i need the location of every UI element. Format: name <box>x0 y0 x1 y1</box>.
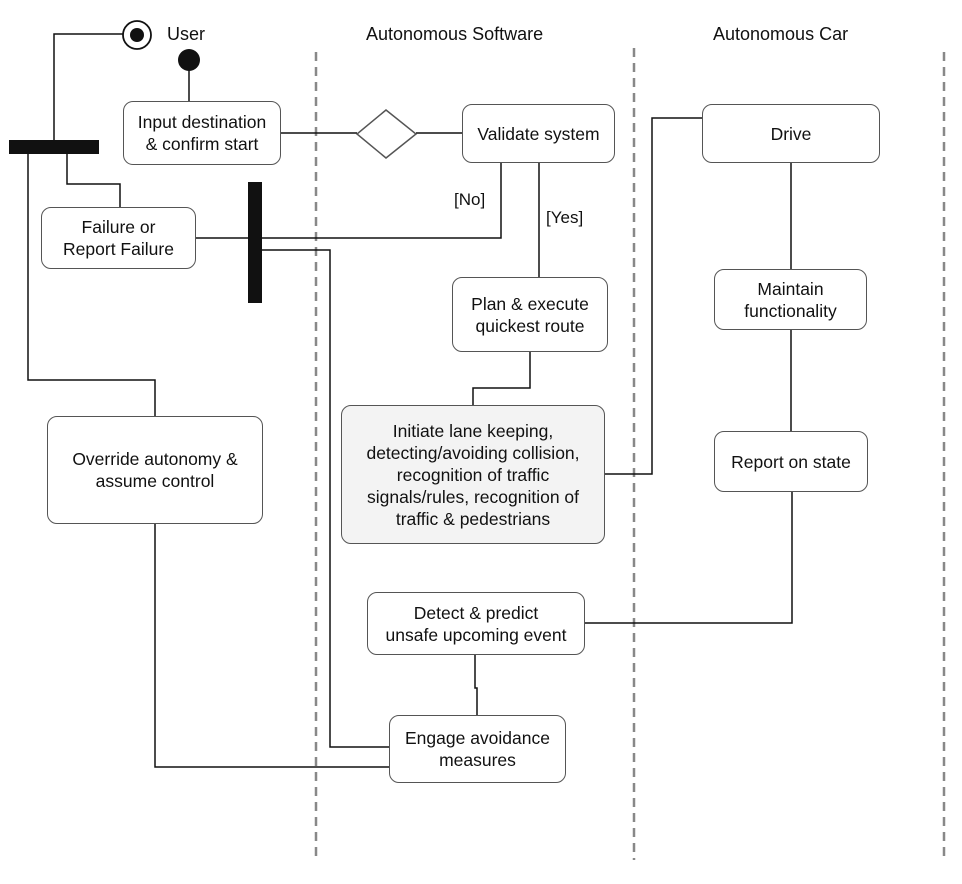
guard-no: [No] <box>454 190 486 209</box>
initial-node <box>178 49 200 71</box>
edge-join-to-engage <box>262 249 389 748</box>
fork-bar <box>9 140 99 154</box>
join-bar <box>248 182 262 303</box>
node-drive[interactable]: Drive <box>702 104 880 163</box>
edge-override-to-engage <box>154 524 389 768</box>
lane-title-user: User <box>167 24 206 44</box>
edge-final-to-fork <box>53 33 123 146</box>
swimlane-dividers <box>314 48 946 860</box>
connectors <box>27 33 793 768</box>
node-maintain-functionality[interactable]: Maintain functionality <box>714 269 867 330</box>
edge-plan-to-initiate <box>472 352 531 405</box>
node-input-destination[interactable]: Input destination & confirm start <box>123 101 281 165</box>
edge-initiate-to-drive <box>605 117 702 475</box>
edge-fork-to-failure <box>66 154 121 207</box>
node-validate-system[interactable]: Validate system <box>462 104 615 163</box>
edge-validate-no <box>262 163 502 239</box>
node-failure-report[interactable]: Failure or Report Failure <box>41 207 196 269</box>
node-report-state[interactable]: Report on state <box>714 431 868 492</box>
edge-detect-to-engage <box>474 655 478 715</box>
node-initiate-lane-keeping[interactable]: Initiate lane keeping, detecting/avoidin… <box>341 405 605 544</box>
final-node <box>122 20 152 50</box>
guard-yes: [Yes] <box>546 208 584 227</box>
node-override-autonomy[interactable]: Override autonomy & assume control <box>47 416 263 524</box>
decision-diamond <box>355 109 418 159</box>
lane-title-car: Autonomous Car <box>713 24 849 44</box>
edge-report-to-detect <box>585 492 793 624</box>
node-plan-route[interactable]: Plan & execute quickest route <box>452 277 608 352</box>
node-detect-predict[interactable]: Detect & predict unsafe upcoming event <box>367 592 585 655</box>
edge-fork-to-override <box>27 154 156 416</box>
node-engage-avoidance[interactable]: Engage avoidance measures <box>389 715 566 783</box>
lane-title-software: Autonomous Software <box>366 24 544 44</box>
